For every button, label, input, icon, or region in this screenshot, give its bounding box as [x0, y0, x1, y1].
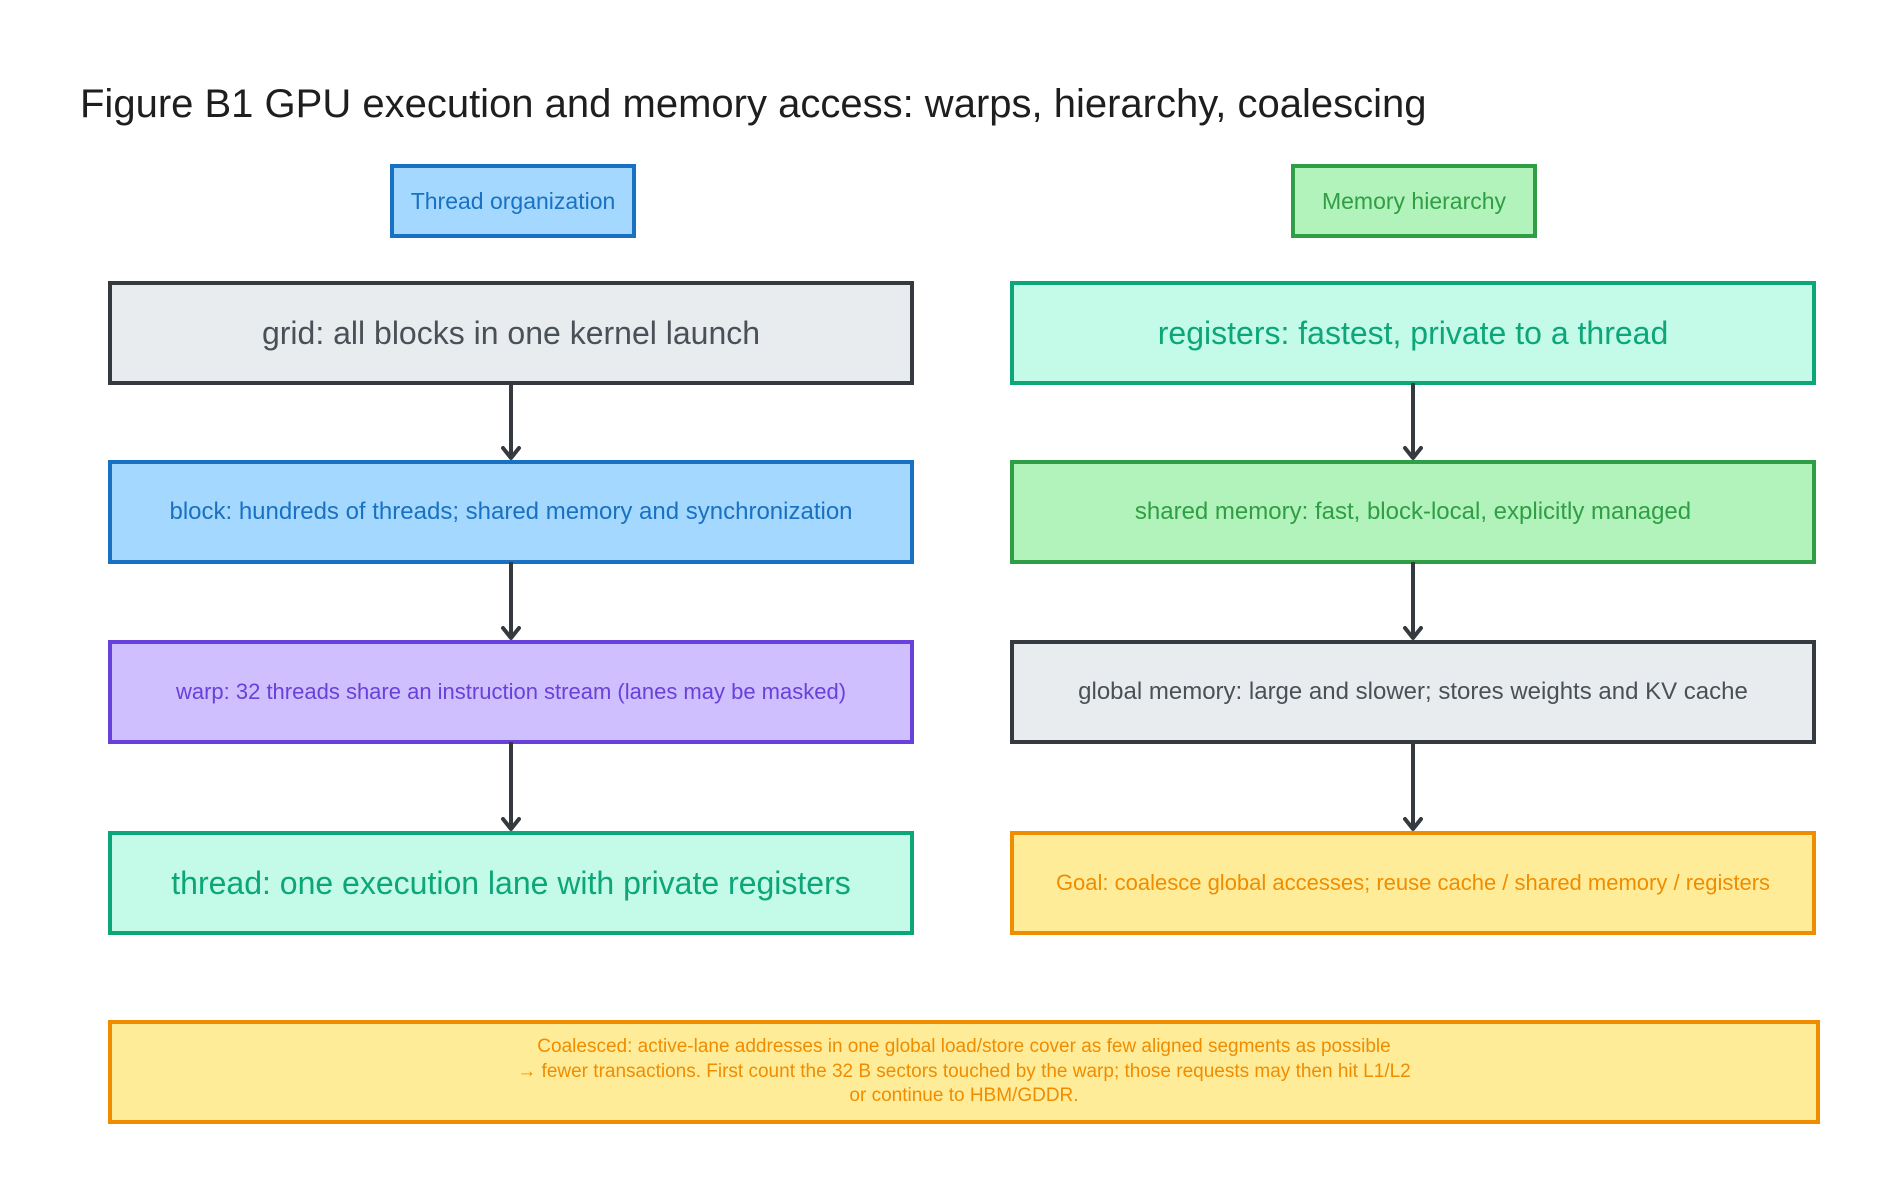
shared-memory-box-shape	[1010, 460, 1816, 564]
warp-box: warp: 32 threads share an instruction st…	[175, 679, 847, 705]
goal-box-shape	[1010, 831, 1816, 935]
figure-title: Figure B1 GPU execution and memory acces…	[80, 82, 1427, 126]
thread-organization-header: Thread organization	[410, 187, 616, 214]
shared-memory-box: shared memory: fast, block-local, explic…	[1134, 498, 1692, 525]
global-memory-box: global memory: large and slower; stores …	[1078, 678, 1748, 705]
memory-hierarchy-header: Memory hierarchy	[1321, 187, 1507, 214]
coalescing-note-line-3: or continue to HBM/GDDR.	[849, 1085, 1079, 1107]
coalescing-note-line-1: Coalesced: active-lane addresses in one …	[537, 1035, 1391, 1057]
thread-box: thread: one execution lane with private …	[171, 865, 851, 901]
memory-hierarchy-header-shape	[1291, 164, 1537, 238]
goal-box: Goal: coalesce global accesses; reuse ca…	[1055, 870, 1771, 896]
block-box: block: hundreds of threads; shared memor…	[169, 498, 853, 525]
thread-organization-header-shape	[390, 164, 636, 238]
global-memory-box-shape	[1010, 640, 1816, 744]
grid-box-shape	[108, 281, 914, 385]
coalescing-note: Coalesced: active-lane addresses in one …	[110, 1022, 1818, 1122]
registers-box: registers: fastest, private to a thread	[1157, 315, 1669, 351]
grid-box: grid: all blocks in one kernel launch	[261, 315, 761, 351]
registers-box-shape	[1010, 281, 1816, 385]
block-box-shape	[108, 460, 914, 564]
coalescing-note-shape	[108, 1020, 1820, 1124]
thread-box-shape	[108, 831, 914, 935]
coalescing-note-line-2: → fewer transactions. First count the 32…	[517, 1060, 1411, 1082]
